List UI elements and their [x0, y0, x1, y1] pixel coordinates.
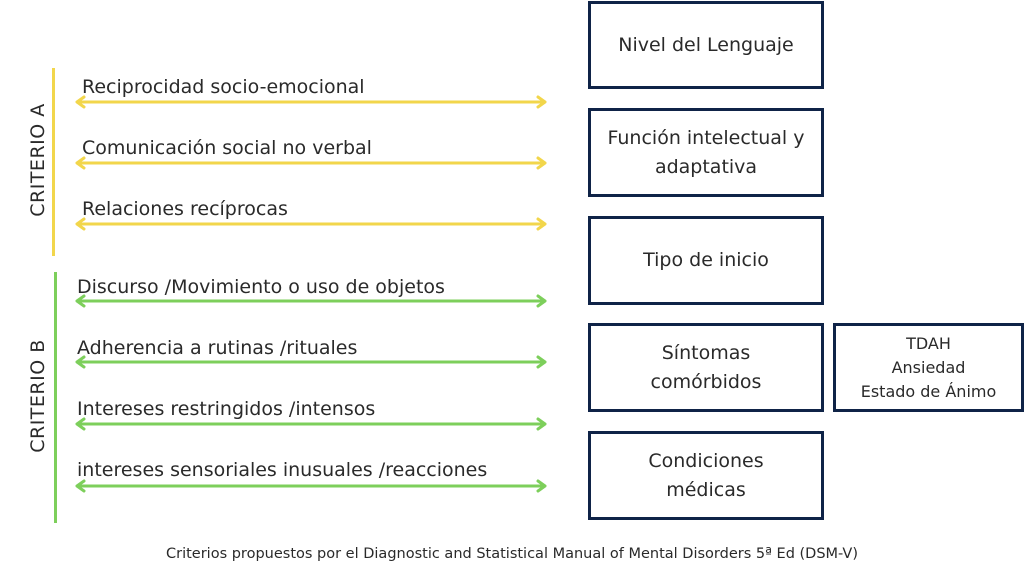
- specifier-text: Nivel del Lenguaje: [618, 33, 794, 56]
- caption: Criterios propuestos por el Diagnostic a…: [165, 546, 859, 562]
- comorbidity-item: TDAH: [906, 333, 951, 353]
- comorbidity-item: Ansiedad: [891, 357, 966, 377]
- double-arrow-icon: [75, 95, 547, 109]
- comorbidities-box: TDAH Ansiedad Estado de Ánimo: [833, 323, 1024, 412]
- criterio-b-bracket: [54, 272, 57, 523]
- specifier-box-medical-conditions: Condiciones médicas: [588, 431, 824, 520]
- criterio-a-item-label: Reciprocidad socio-emocional: [82, 76, 365, 98]
- specifier-box-comorbid-symptoms: Síntomas comórbidos: [588, 323, 824, 412]
- comorbidity-item: Estado de Ánimo: [860, 381, 997, 401]
- double-arrow-icon: [75, 217, 547, 231]
- double-arrow-icon: [75, 294, 547, 308]
- double-arrow-icon: [75, 156, 547, 170]
- criterio-a-title: CRITERIO A: [27, 103, 49, 217]
- criterio-a-item-label: Relaciones recíprocas: [82, 198, 288, 220]
- specifier-box-intellectual-function: Función intelectual y adaptativa: [588, 108, 824, 197]
- specifier-box-onset-type: Tipo de inicio: [588, 216, 824, 305]
- criterio-b-item-label: Intereses restringidos /intensos: [77, 398, 376, 420]
- criterio-b-item-label: Adherencia a rutinas /rituales: [77, 337, 358, 359]
- double-arrow-icon: [75, 355, 547, 369]
- criterio-a-bracket: [52, 68, 55, 256]
- specifier-text: Condiciones: [648, 449, 764, 472]
- criterio-b-item-label: intereses sensoriales inusuales /reaccio…: [77, 459, 488, 481]
- specifier-text: comórbidos: [650, 370, 762, 393]
- specifier-text: adaptativa: [654, 155, 758, 178]
- specifier-text: Tipo de inicio: [643, 249, 769, 271]
- specifier-box-language-level: Nivel del Lenguaje: [588, 1, 824, 89]
- specifier-text: Función intelectual y: [607, 126, 805, 149]
- double-arrow-icon: [75, 417, 547, 431]
- specifier-text: médicas: [666, 478, 746, 501]
- criterio-b-item-label: Discurso /Movimiento o uso de objetos: [77, 276, 445, 298]
- criterio-a-item-label: Comunicación social no verbal: [82, 137, 372, 159]
- specifier-text: Síntomas: [661, 341, 751, 364]
- double-arrow-icon: [75, 479, 547, 493]
- criterio-b-title: CRITERIO B: [27, 339, 49, 453]
